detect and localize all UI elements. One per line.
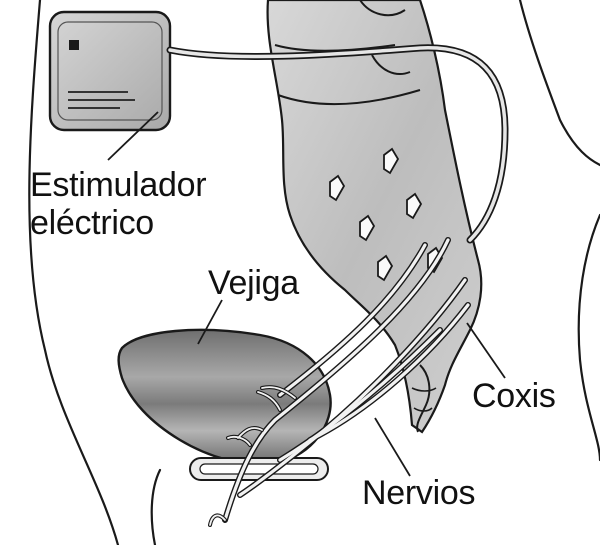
leader-line-coxis	[466, 322, 506, 379]
leader-line-nerves	[374, 417, 411, 477]
leader-line-bladder	[197, 299, 223, 345]
pelvic-band	[189, 457, 329, 481]
leader-line-stimulator	[107, 111, 159, 161]
stimulator-label-line2: eléctrico	[30, 204, 154, 242]
stimulator-label-line1: Estimulador	[30, 166, 207, 204]
stimulator-label: Estimulador eléctrico	[30, 166, 207, 242]
nerves	[208, 237, 471, 527]
leader-lines	[107, 111, 506, 477]
electric-stimulator-device	[48, 10, 172, 132]
bladder-label: Vejiga	[208, 264, 299, 302]
nerves-label: Nervios	[362, 474, 476, 512]
coccyx-label: Coxis	[472, 377, 556, 415]
body-outline	[28, 0, 600, 547]
